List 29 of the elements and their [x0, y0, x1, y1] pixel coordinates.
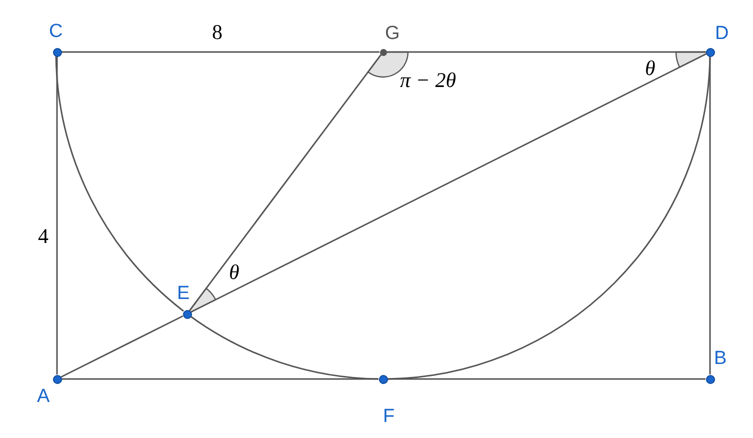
- line-segment: [62, 378, 378, 380]
- point-dot: [706, 374, 714, 384]
- point-label: D: [715, 24, 729, 43]
- point-label: C: [49, 22, 63, 41]
- point-label: F: [383, 407, 395, 426]
- point-dot: [52, 48, 62, 56]
- line-segment: [56, 56, 58, 374]
- semicircle-arc: [387, 56, 711, 380]
- point-dot: [378, 374, 388, 384]
- point-dot: [380, 48, 386, 56]
- line-segment: [386, 51, 706, 53]
- point-dot: [52, 374, 62, 384]
- angle-label: θ: [645, 58, 656, 79]
- line-segment: [189, 54, 382, 311]
- line-segment: [190, 53, 706, 313]
- angle-label: π − 2θ: [400, 70, 456, 91]
- point-label: G: [385, 24, 400, 43]
- angle-label: θ: [229, 262, 240, 283]
- point-label: A: [37, 387, 50, 406]
- semicircle-arc: [55, 56, 184, 312]
- semicircle-arc: [190, 316, 379, 380]
- line-segment: [60, 315, 184, 378]
- point-label: E: [177, 284, 190, 303]
- line-segment: [709, 56, 711, 374]
- point-label: B: [714, 349, 727, 368]
- point-dot: [706, 48, 714, 56]
- line-segment: [388, 378, 706, 380]
- point-dot: [182, 310, 192, 318]
- line-segment: [62, 51, 380, 53]
